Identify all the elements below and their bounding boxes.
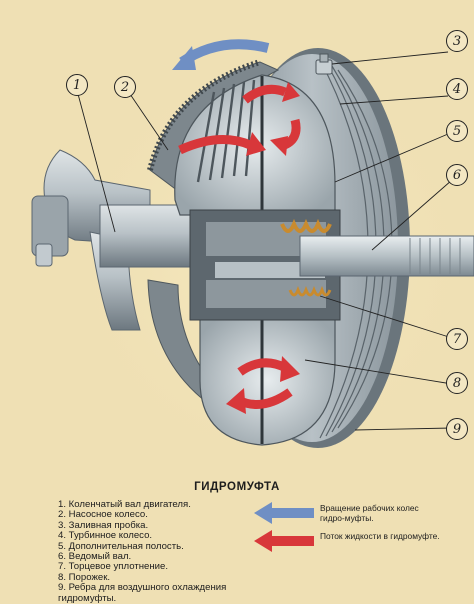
legend-item: 4. Турбинное колесо. [58, 530, 153, 542]
seal-spring-lower [288, 285, 332, 297]
lower-fluid-cavity [199, 314, 336, 446]
legend-item: 9. Ребра для воздушного охлаждения гидро… [58, 582, 227, 604]
callout-threshold: 8 [446, 372, 468, 394]
callout-leader-lines [77, 51, 453, 431]
callout-pump-wheel: 2 [114, 76, 136, 98]
legend-item: 6. Ведомый вал. [58, 551, 132, 563]
legend-item: 3. Заливная пробка. [58, 519, 149, 531]
flow-key: Поток жидкости в гидромуфте. [254, 530, 442, 552]
legend-item: 5. Дополнительная полость. [58, 540, 184, 552]
callout-filler-plug: 3 [446, 30, 468, 52]
callout-crankshaft: 1 [66, 74, 88, 96]
driven-shaft [299, 235, 474, 277]
upper-flow-arrowheads [246, 82, 300, 156]
lower-flow-arrowheads [226, 356, 300, 414]
legend-item: 8. Порожек. [58, 571, 111, 583]
callout-driven-shaft: 6 [446, 164, 468, 186]
callout-cooling-ribs: 9 [446, 418, 468, 440]
legend-item: 7. Торцевое уплотнение. [58, 561, 169, 573]
rotation-key: Вращение рабочих колес гидро-муфты. [254, 502, 442, 524]
fluid-coupling-cutaway [31, 30, 474, 480]
legend-item: 2. Насосное колесо. [58, 509, 148, 521]
callout-extra-cavity: 5 [446, 120, 468, 142]
red-arrow-icon [254, 530, 314, 552]
flow-key-label: Поток жидкости в гидромуфте. [320, 531, 440, 541]
legend-item: 1. Коленчатый вал двигателя. [58, 499, 191, 510]
coupling-illustration-page: 1 2 3 4 5 6 7 8 9 ГИДРОМУФТА 1. Коленчат… [31, 30, 474, 603]
rotation-key-label: Вращение рабочих колес гидро-муфты. [320, 503, 419, 523]
blue-arrow-icon [254, 502, 314, 524]
crankshaft [31, 149, 191, 331]
diagram-title: ГИДРОМУФТА [194, 481, 280, 493]
parts-legend: 1. Коленчатый вал двигателя. 2. Насосное… [58, 499, 258, 604]
rotation-arrowhead [172, 46, 196, 70]
callout-face-seal: 7 [446, 328, 468, 350]
callout-turbine-wheel: 4 [446, 78, 468, 100]
filler-plug [315, 53, 333, 75]
seal-spring-upper [280, 218, 332, 233]
